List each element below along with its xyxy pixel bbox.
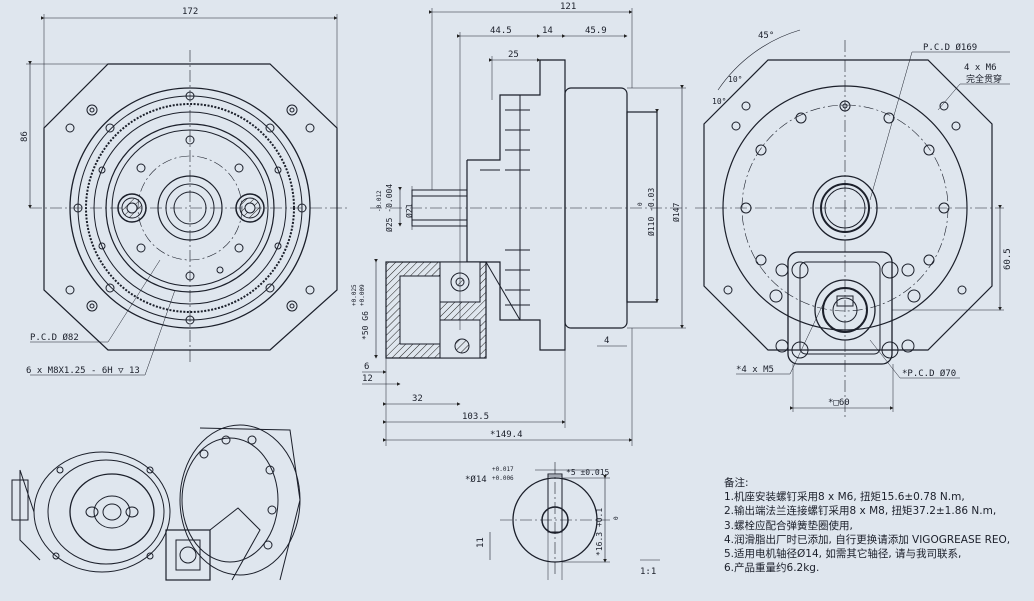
dim-side-overall: 121: [560, 2, 576, 12]
note-line-4: 4.润滑脂出厂时已添加, 自行更换请添加 VIGOGREASE REO,: [724, 533, 1011, 546]
dim-sect-dia-tol1: +0.017: [492, 466, 514, 473]
dim-side-110-tol: 0: [637, 202, 644, 206]
dim-side-14: 14: [542, 26, 553, 36]
dim-side-149: *149.4: [490, 430, 523, 440]
dim-rear-10a: 10°: [712, 97, 726, 106]
dim-side-6: 6: [364, 362, 369, 372]
note-line-1: 1.机座安装螺钉采用8 x M6, 扭矩15.6±0.78 N.m,: [724, 491, 965, 504]
dim-rear-45: 45°: [758, 31, 774, 41]
side-view-labels: 121 44.5 14 45.9 25 Ø25 -0.004 -0.012 Ø2…: [351, 2, 681, 440]
dim-side-103: 103.5: [462, 412, 489, 422]
dim-side-45: 45.9: [585, 26, 607, 36]
dim-side-pilot-tol2: +0.009: [359, 284, 366, 306]
note-line-5: 5.适用电机轴径Ø14, 如需其它轴径, 请与我司联系,: [724, 548, 962, 561]
side-view: [362, 8, 690, 446]
section-view-labels: *Ø14 +0.017 +0.006 *5 ±0.015 11 *16.3 +0…: [465, 466, 656, 577]
dim-sect-dia-tol2: +0.006: [492, 475, 514, 482]
dim-front-pcd: P.C.D Ø82: [30, 332, 79, 343]
dim-side-shaft: Ø25 -0.004: [384, 184, 394, 232]
dim-side-44: 44.5: [490, 26, 512, 36]
iso-view-front: [11, 451, 171, 573]
front-view: [26, 14, 350, 376]
dim-side-32: 32: [412, 394, 423, 404]
iso-view-rear: [165, 424, 301, 581]
dim-side-25: 25: [508, 50, 519, 60]
dim-rear-m6-note: 完全贯穿: [966, 73, 1002, 85]
dim-rear-pcd169: P.C.D Ø169: [923, 42, 977, 53]
dim-rear-605: 60.5: [1003, 248, 1013, 270]
dim-sect-163-tol: 0: [613, 516, 620, 520]
dim-rear-10b: 10°: [728, 75, 742, 84]
rear-view: [695, 29, 1010, 420]
dim-side-shaft-inner: Ø21: [404, 203, 414, 218]
dim-side-4: 4: [604, 336, 609, 346]
dim-rear-m6: 4 x M6: [964, 63, 997, 73]
note-line-2: 2.输出端法兰连接螺钉采用8 x M8, 扭矩37.2±1.86 N.m,: [724, 505, 997, 518]
dim-front-holes: 6 x M8X1.25 - 6H ▽ 13: [26, 366, 140, 376]
rear-view-labels: 45° 10° 10° P.C.D Ø169 4 x M6 完全贯穿 60.5 …: [712, 31, 1013, 408]
dim-sect-dia: *Ø14: [465, 474, 487, 485]
dim-rear-pcd70: *P.C.D Ø70: [902, 368, 956, 379]
dim-rear-sq60: *□60: [828, 398, 850, 408]
note-line-3: 3.螺栓应配合弹簧垫圈使用,: [724, 519, 853, 532]
dim-rear-m5: *4 x M5: [736, 365, 774, 375]
dim-front-width: 172: [182, 7, 198, 17]
note-line-6: 6.产品重量约6.2kg.: [724, 562, 820, 575]
front-view-labels: 172 86 P.C.D Ø82 6 x M8X1.25 - 6H ▽ 13: [20, 7, 198, 376]
dim-sect-163: *16.3 +0.1: [595, 508, 604, 556]
notes-block: 备注: 1.机座安装螺钉采用8 x M6, 扭矩15.6±0.78 N.m, 2…: [724, 476, 1029, 575]
dim-sect-ratio: 1:1: [640, 567, 656, 577]
dim-sect-key: *5 ±0.015: [566, 468, 610, 477]
dim-side-pilot-tol1: +0.025: [351, 284, 358, 306]
dim-sect-11: 11: [476, 537, 486, 548]
section-view: [489, 462, 660, 580]
dim-side-110: Ø110 -0.03: [646, 188, 656, 236]
dim-front-height: 86: [20, 131, 30, 142]
dim-side-pilot: *50 G6: [361, 311, 370, 340]
dim-side-12: 12: [362, 374, 373, 384]
dim-side-shaft-tol: -0.012: [376, 190, 383, 212]
notes-title: 备注:: [724, 477, 749, 489]
dim-side-147: Ø147: [671, 203, 681, 222]
